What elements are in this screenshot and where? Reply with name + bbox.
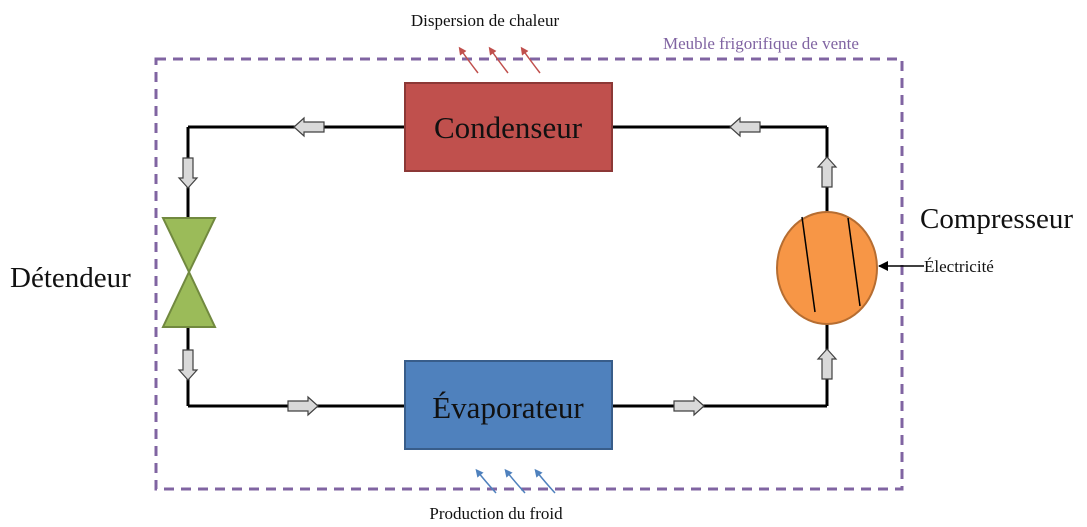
electricity-label: Électricité <box>924 257 994 276</box>
flow-arrow-left-upper-icon <box>177 157 199 189</box>
compressor-icon <box>776 211 878 325</box>
flow-arrow-top-right-icon <box>729 116 761 138</box>
flow-arrow-right-lower-icon <box>816 348 838 380</box>
flow-arrow-bottom-left-icon <box>287 395 319 417</box>
cold-production-arrows <box>475 468 556 494</box>
flow-arrow-left-lower-icon <box>177 349 199 381</box>
cabinet-label: Meuble frigorifique de vente <box>663 34 859 53</box>
heat-dispersion-label: Dispersion de chaleur <box>411 11 560 30</box>
cabinet-boundary <box>154 57 904 491</box>
flow-arrow-bottom-right-icon <box>673 395 705 417</box>
condenser-block: Condenseur <box>404 82 613 172</box>
evaporator-label: Évaporateur <box>432 390 584 425</box>
flow-arrow-top-left-icon <box>293 116 325 138</box>
expansion-valve-label: Détendeur <box>10 262 131 294</box>
evaporator-block: Évaporateur <box>404 360 613 450</box>
heat-dispersion-arrows <box>458 46 541 74</box>
flow-arrow-right-upper-icon <box>816 156 838 188</box>
expansion-valve-icon <box>161 217 217 328</box>
condenser-label: Condenseur <box>434 110 583 145</box>
compressor-label: Compresseur <box>920 203 1073 235</box>
cold-production-label: Production du froid <box>429 504 563 523</box>
